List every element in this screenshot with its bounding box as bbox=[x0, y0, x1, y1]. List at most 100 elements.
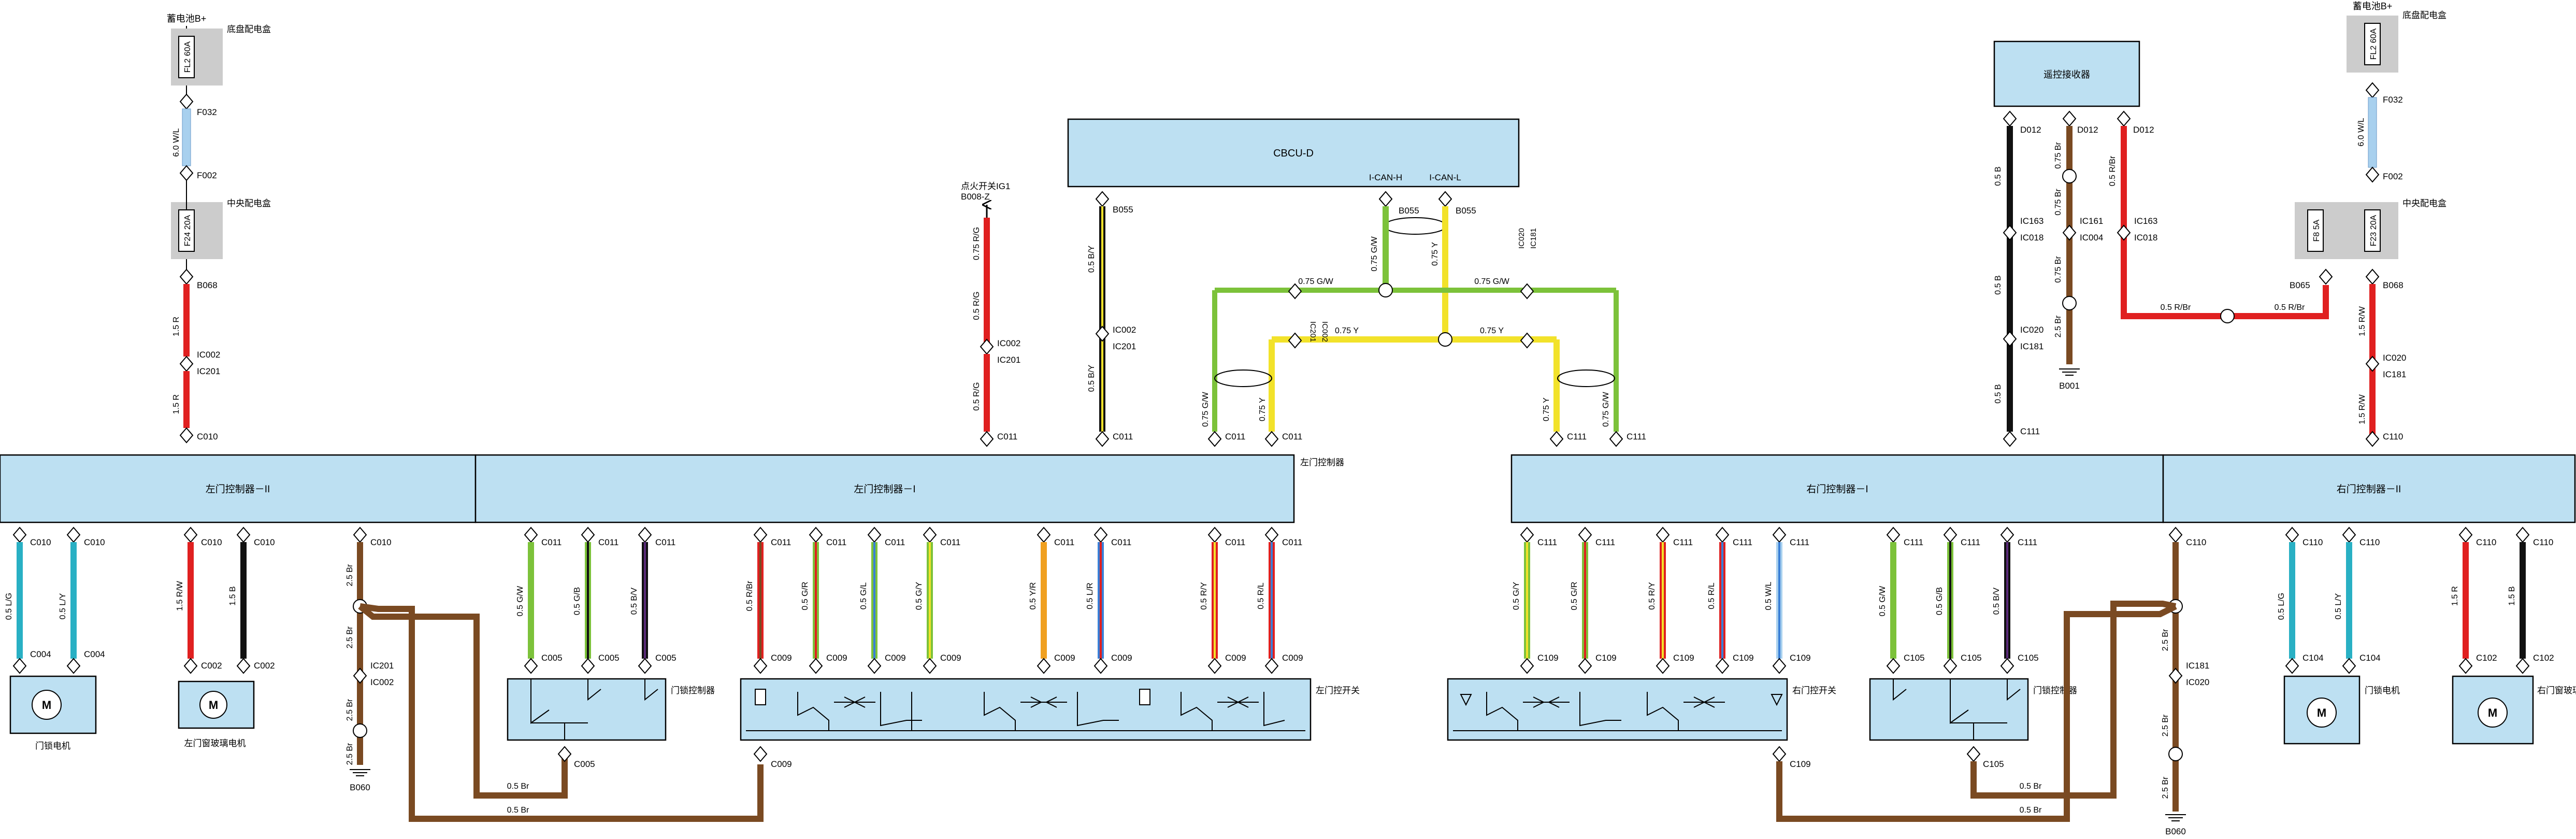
wire-label: 1.5 R/W bbox=[2358, 306, 2367, 336]
wire-label: 0.5 B bbox=[1994, 384, 2003, 403]
connector-ic002: IC002 bbox=[1113, 325, 1136, 335]
connector-ic004: IC004 bbox=[2080, 233, 2103, 243]
connector-ic002: IC002 bbox=[197, 350, 220, 360]
connector-f002: F002 bbox=[197, 170, 217, 180]
connector-c011: C011 bbox=[598, 537, 618, 547]
right-lock-controller: C111 C111 C111 0.5 G/W 0.5 G/B 0.5 B/V C… bbox=[1869, 527, 2077, 769]
wire-label: 0.5 Y/R bbox=[1029, 582, 1038, 609]
wire-label: 2.5 Br bbox=[2161, 629, 2170, 651]
wire-label: 0.5 G/B bbox=[573, 587, 582, 615]
connector-c011: C011 bbox=[1111, 537, 1131, 547]
left-power-chain: 蓄电池B+ FL2 60A 底盘配电盒 F032 6.0 W/L F002 F2… bbox=[167, 13, 271, 444]
connector-c011: C011 bbox=[771, 537, 791, 547]
connector-c009: C009 bbox=[1225, 653, 1246, 663]
wire-label: 0.75 Y bbox=[1335, 326, 1359, 335]
connector-c105: C105 bbox=[1983, 759, 2004, 769]
connector-f032: F032 bbox=[197, 107, 217, 117]
motor-icon bbox=[32, 690, 62, 720]
connector-c011: C011 bbox=[1225, 537, 1245, 547]
central-box-label: 中央配电盒 bbox=[2402, 198, 2447, 208]
wire-label: 0.75 R/G bbox=[972, 227, 981, 260]
wire-label: 1.5 B bbox=[228, 586, 237, 605]
wire-red bbox=[984, 354, 990, 432]
wire-label: 0.75 Br bbox=[2054, 142, 2063, 169]
wire-label: 0.75 G/W bbox=[1370, 236, 1379, 271]
wire-label: 0.5 L/G bbox=[2277, 593, 2286, 620]
right-switch-label: 右门控开关 bbox=[1792, 686, 1836, 695]
connector-c111: C111 bbox=[1595, 537, 1615, 547]
connector-ic181: IC181 bbox=[2383, 369, 2406, 379]
connector-c011: C011 bbox=[541, 537, 562, 547]
connector-c011: C011 bbox=[1225, 432, 1245, 442]
cbcu-title: CBCU-D bbox=[1273, 148, 1314, 159]
ig1-feed: 点火开关IG1 B008-Z 0.75 R/G 0.5 R/G IC002 IC… bbox=[961, 181, 1020, 447]
wire-label: 0.75 Br bbox=[2054, 189, 2063, 216]
wire-label: 0.75 Y bbox=[1480, 326, 1504, 335]
right-power-chain: 蓄电池B+ FL2 60A 底盘配电盒 F032 6.0 W/L F002 F8… bbox=[2290, 1, 2447, 447]
connector-c010: C010 bbox=[370, 537, 392, 547]
wire-label: 0.5 R/Br bbox=[2275, 303, 2305, 312]
wire-6wl bbox=[182, 108, 191, 166]
left-lock-controller: C011 C011 C011 0.5 G/W 0.5 G/B 0.5 B/V C… bbox=[507, 527, 715, 769]
connector-c011: C011 bbox=[885, 537, 905, 547]
wire-label: 0.5 G/Y bbox=[1512, 582, 1521, 610]
wire-red bbox=[183, 284, 190, 357]
connector-b060: B060 bbox=[350, 783, 370, 792]
wire-label: 0.5 Br bbox=[2020, 782, 2042, 791]
connector-c105: C105 bbox=[2018, 653, 2039, 663]
wire-label: 0.5 Br bbox=[2020, 806, 2042, 815]
wire-stripe bbox=[1101, 206, 1103, 432]
wire-label: 0.5 B/V bbox=[630, 587, 639, 615]
wire-label: 0.75 G/W bbox=[1201, 391, 1210, 426]
connector-d012: D012 bbox=[2020, 125, 2041, 135]
wire-label: 0.5 G/R bbox=[1570, 581, 1579, 610]
wire-label: 0.75 Br bbox=[2054, 256, 2063, 283]
fuse-f24-label: F24 20A bbox=[183, 215, 192, 246]
connector-ic201: IC201 bbox=[1308, 321, 1317, 342]
connector-c111: C111 bbox=[1567, 432, 1587, 442]
connector-c102: C102 bbox=[2533, 653, 2554, 663]
left-switch-label: 左门控开关 bbox=[1316, 686, 1360, 695]
connector-ic018: IC018 bbox=[2134, 233, 2157, 243]
connector-ic181: IC181 bbox=[1529, 228, 1538, 249]
wire-red bbox=[183, 371, 190, 428]
connector-ic161: IC161 bbox=[2080, 216, 2103, 226]
connector-b060: B060 bbox=[2165, 827, 2186, 836]
connector-c109: C109 bbox=[1733, 653, 1754, 663]
connector-ic181: IC181 bbox=[2186, 661, 2209, 671]
connector-c009: C009 bbox=[1282, 653, 1303, 663]
connector-c011: C011 bbox=[940, 537, 960, 547]
fuse-icon bbox=[178, 36, 195, 78]
wire-red bbox=[984, 218, 990, 347]
motor-symbol: M bbox=[2488, 706, 2497, 719]
connector-d012: D012 bbox=[2077, 125, 2098, 135]
wire-label: 0.75 Y bbox=[1431, 242, 1440, 266]
connector-ic163: IC163 bbox=[2020, 216, 2043, 226]
wire-label: 0.5 L/R bbox=[1086, 582, 1095, 609]
wire-label: 0.5 W/L bbox=[1764, 581, 1773, 610]
connector-c110: C110 bbox=[2186, 537, 2206, 547]
connector-c111: C111 bbox=[1537, 537, 1557, 547]
wire-label: 2.5 Br bbox=[2054, 315, 2063, 337]
connector-diamond bbox=[179, 165, 194, 181]
connector-ic018: IC018 bbox=[2020, 233, 2043, 243]
wire-label: 0.75 G/W bbox=[1474, 277, 1509, 286]
connector-c104: C104 bbox=[2359, 653, 2381, 663]
chassis-box-label: 底盘配电盒 bbox=[227, 24, 271, 34]
wire-label: 6.0 W/L bbox=[2357, 118, 2366, 146]
wire-label: 0.5 Br bbox=[507, 782, 529, 791]
wire-label: 0.5 R/Br bbox=[2108, 155, 2117, 186]
connector-ic201: IC201 bbox=[1113, 342, 1136, 351]
connector-c005: C005 bbox=[574, 759, 595, 769]
connector-ic002: IC002 bbox=[370, 677, 394, 687]
connector-c011: C011 bbox=[997, 432, 1017, 442]
right-window-motor: C110 C110 1.5 R 1.5 B C102 C102 M 右门窗玻璃电… bbox=[2451, 527, 2576, 745]
wire-label: 0.5 R/Br bbox=[745, 580, 754, 611]
left-ctrl-label: 左门控制器 bbox=[1300, 458, 1344, 467]
central-box-label: 中央配电盒 bbox=[227, 198, 271, 208]
right-window-motor-label: 右门窗玻璃电机 bbox=[2537, 686, 2576, 695]
wire-label: 0.5 R/L bbox=[1257, 582, 1265, 609]
connector-b068: B068 bbox=[197, 280, 218, 290]
connector-ic020: IC020 bbox=[1517, 228, 1526, 249]
right-switch: 右门控开关 C111 0.5 G/Y C111 0.5 G/R C111 0.5… bbox=[1447, 527, 1836, 769]
